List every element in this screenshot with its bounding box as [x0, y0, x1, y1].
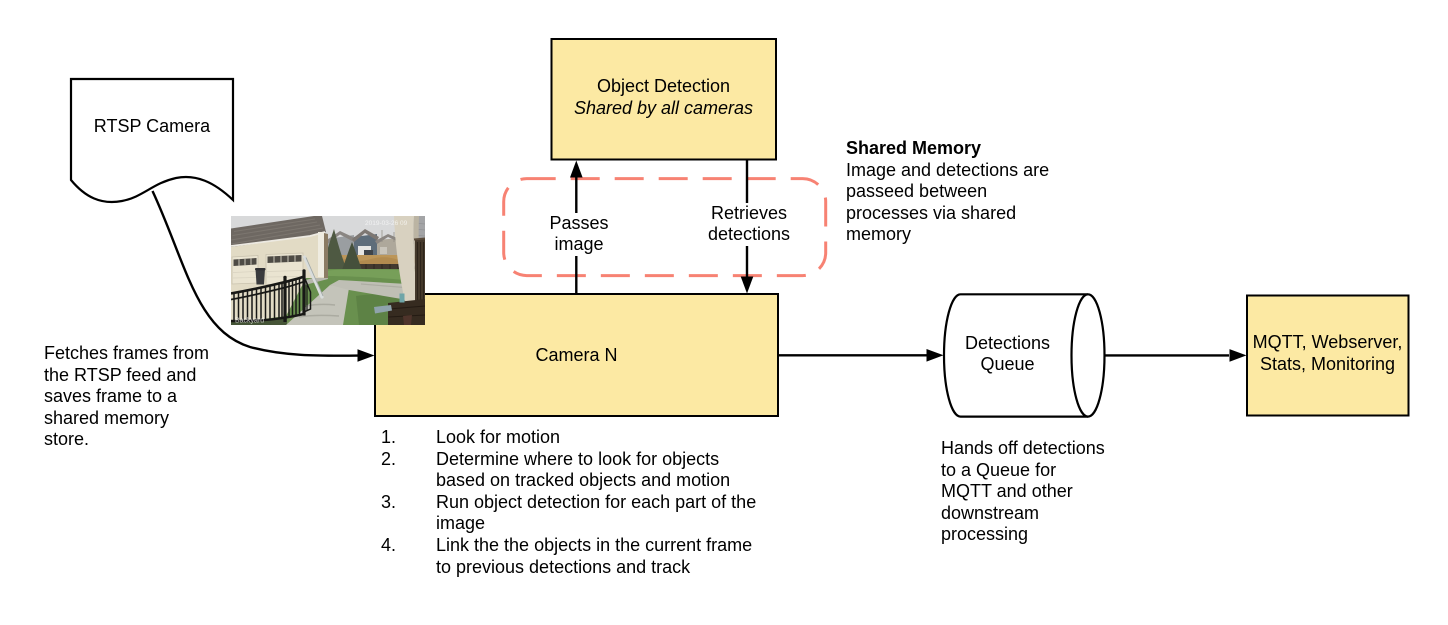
camera-step-4-text-line1: Link the the objects in the current fram…: [436, 534, 753, 555]
shared-memory-dashed-region: [502, 177, 828, 278]
detections-queue-label: Detections Queue: [944, 333, 1071, 376]
snapshot-downspout: [302, 255, 324, 299]
fetch-annotation: Fetches frames from the RTSP feed and sa…: [44, 343, 209, 451]
cylinder-rim: [1070, 293, 1089, 418]
passes-image-line1: Passes: [549, 212, 609, 233]
passes-image-label: Passes image: [541, 212, 617, 256]
camera-step-3-text-line2: image: [436, 513, 486, 534]
object-detection-title: Object Detection: [596, 76, 731, 96]
retrieves-detections-line1: Retrieves: [710, 202, 788, 223]
shared-memory-title: Shared Memory: [846, 138, 982, 158]
shared-memory-line2: passeed between: [846, 181, 988, 202]
edge-retrieves-detections-arrowhead: [740, 276, 754, 294]
fetch-line1: Fetches frames from: [44, 343, 210, 363]
handoff-line1: Hands off detections: [941, 438, 1105, 458]
decorative-shape: [342, 242, 362, 270]
snapshot-metal-fence: [231, 269, 312, 323]
snapshot-garage: [231, 216, 328, 322]
decorative-shape: [302, 255, 324, 299]
object-detection-label: Object Detection Shared by all cameras: [551, 76, 776, 119]
camera-snapshot-image: Backyard 2019-03-26 09: [231, 216, 425, 325]
edge-camera-to-queue-arrowhead: [926, 349, 944, 362]
passes-image-line2: image: [554, 234, 604, 255]
decorative-shape: [374, 305, 392, 314]
snapshot-backyard-fence-line: [321, 264, 417, 271]
decorative-shape: [267, 255, 302, 263]
decorative-shape: [238, 258, 252, 266]
decorative-shape: [388, 299, 425, 325]
camera-step-1-number: 1.: [381, 427, 397, 447]
camera-step-2-text-line2: based on tracked objects and motion: [436, 470, 731, 491]
outputs-label: MQTT, Webserver, Stats, Monitoring: [1247, 332, 1408, 375]
camera-step-4: 4. Link the the objects in the current f…: [381, 535, 756, 578]
outputs-box: [1246, 294, 1410, 417]
fetch-line3: saves frame to a: [44, 386, 178, 407]
camera-step-3-text-line1: Run object detection for each part of th…: [436, 491, 757, 512]
decorative-shape: [394, 216, 418, 302]
camera-step-4-number: 4.: [381, 534, 397, 555]
camera-step-2: 2. Determine where to look for objects b…: [381, 449, 756, 492]
decorative-shape: [302, 269, 306, 273]
decorative-shape: [233, 277, 301, 322]
snapshot-porch: [374, 216, 425, 325]
decorative-shape: [231, 218, 324, 245]
camera-n-label: Camera N: [535, 344, 618, 365]
edge-rtsp-to-camera: [151, 190, 359, 357]
decorative-shape: [413, 237, 425, 241]
edge-queue-to-outputs-arrowhead: [1229, 349, 1247, 362]
decorative-shape: [416, 242, 425, 302]
shared-memory-line1: Image and detections are: [846, 159, 1050, 180]
snapshot-timestamp: 2019-03-26 09: [365, 220, 408, 227]
shared-memory-line4: memory: [846, 224, 912, 245]
camera-step-2-number: 2.: [381, 448, 397, 469]
decorative-shape: [380, 247, 387, 254]
decorative-shape: [399, 293, 405, 303]
object-detection-subtitle: Shared by all cameras: [573, 97, 754, 118]
outputs-line2: Stats, Monitoring: [1259, 353, 1396, 374]
detections-queue-line2: Queue: [980, 354, 1035, 375]
fetch-line2: the RTSP feed and: [44, 364, 197, 385]
camera-step-4-text-line2: to previous detections and track: [436, 556, 691, 577]
handoff-line2: to a Queue for: [941, 459, 1057, 480]
rtsp-camera-document-shape: [69, 77, 235, 204]
outputs-line1: MQTT, Webserver,: [1252, 332, 1403, 352]
retrieves-detections-line2: detections: [707, 224, 791, 245]
decorative-shape: [318, 232, 324, 277]
camera-step-1: 1. Look for motion: [381, 427, 756, 449]
decorative-shape: [255, 268, 266, 271]
camera-step-3-number: 3.: [381, 491, 397, 512]
shared-memory-line3: processes via shared: [846, 202, 1017, 223]
edge-passes-image-arrowhead: [570, 160, 583, 178]
rtsp-camera-label: RTSP Camera: [93, 116, 211, 136]
decorative-shape: [273, 255, 296, 263]
camera-step-3: 3. Run object detection for each part of…: [381, 492, 756, 535]
handoff-annotation: Hands off detections to a Queue for MQTT…: [941, 438, 1105, 546]
retrieves-detections-label: Retrieves detections: [702, 202, 796, 246]
decorative-shape: [298, 303, 340, 318]
decorative-shape: [305, 257, 324, 297]
decorative-shape: [403, 315, 412, 325]
handoff-line3: MQTT and other: [941, 481, 1073, 502]
decorative-shape: [324, 233, 328, 278]
snapshot-watermark: Backyard: [235, 318, 264, 325]
decorative-shape: [352, 229, 379, 242]
shared-memory-annotation: Shared Memory Image and detections are p…: [846, 138, 1049, 246]
snapshot-trash-can: [255, 269, 265, 285]
camera-step-1-text: Look for motion: [436, 427, 561, 447]
handoff-line4: downstream: [941, 502, 1040, 523]
handoff-line5: processing: [941, 524, 1029, 545]
decorative-shape: [381, 230, 408, 250]
camera-steps-list: 1. Look for motion 2. Determine where to…: [381, 427, 756, 578]
camera-step-2-text-line1: Determine where to look for objects: [436, 448, 720, 469]
object-detection-box: [550, 38, 777, 161]
fetch-line5: store.: [44, 429, 90, 450]
detections-queue-cylinder: [942, 293, 1106, 418]
edge-rtsp-to-camera-arrowhead: [357, 349, 375, 362]
fetch-line4: shared memory: [44, 407, 170, 428]
decorative-shape: [283, 275, 287, 280]
decorative-shape: [232, 270, 303, 279]
detections-queue-line1: Detections: [964, 332, 1051, 353]
decorative-shape: [321, 269, 425, 282]
